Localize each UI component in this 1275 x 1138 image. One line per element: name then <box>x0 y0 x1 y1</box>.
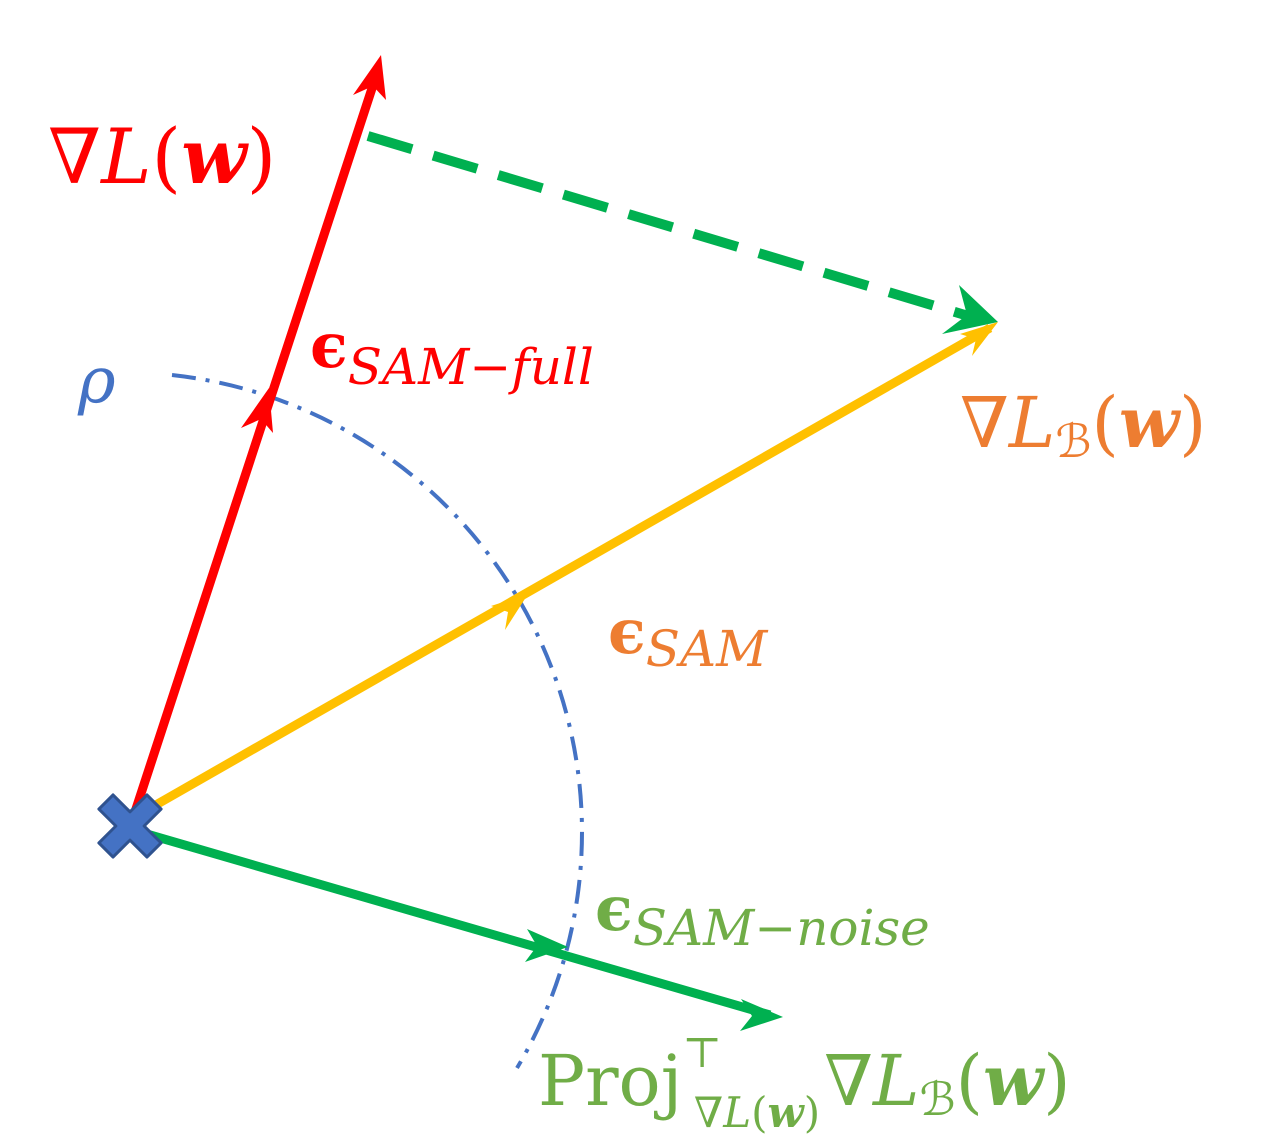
label-proj-word: Proj <box>538 1040 682 1122</box>
label-eps-sam-eps: ϵ <box>608 595 646 668</box>
label-grad-batch-open: ( <box>1092 382 1119 464</box>
label-proj-nabla: ∇ <box>824 1040 873 1122</box>
rho-arc <box>171 373 584 1070</box>
label-grad-batch-L: L <box>1007 382 1055 464</box>
label-grad-full-w: w <box>181 112 249 201</box>
label-grad-batch-sub: ℬ <box>1055 414 1091 468</box>
label-proj: Proj⊤∇L(w)∇Lℬ(w) <box>538 1028 1071 1137</box>
label-eps-full: ϵSAM−full <box>310 309 594 396</box>
label-proj-sub-L: L <box>722 1088 751 1137</box>
label-eps-noise-eps: ϵ <box>595 872 633 945</box>
label-grad-full-open: ( <box>152 112 182 201</box>
label-proj-sub-open: ( <box>751 1088 767 1137</box>
eps-full-arrowhead <box>241 388 273 433</box>
label-proj-L-sub: ℬ <box>919 1072 955 1126</box>
parallelogram-dashed-line <box>366 131 977 323</box>
label-eps-noise: ϵSAM−noise <box>595 872 930 957</box>
label-eps-noise-sub: SAM−noise <box>633 899 930 957</box>
label-eps-full-sub: SAM−full <box>348 338 594 396</box>
eps-noise-arrowhead <box>525 929 568 962</box>
label-eps-sam-sub: SAM <box>646 620 769 678</box>
grad-batch-arrow-shaft <box>130 324 993 822</box>
label-proj-sub-close: ) <box>804 1088 820 1137</box>
label-proj-sub-nabla: ∇ <box>694 1088 723 1137</box>
label-proj-sub-w: w <box>768 1088 806 1137</box>
label-grad-batch-w: w <box>1119 381 1182 464</box>
dashed-arrowhead <box>942 285 998 334</box>
label-rho: ρ <box>77 344 116 418</box>
label-proj-close: ) <box>1043 1040 1070 1122</box>
label-proj-L: L <box>871 1040 919 1122</box>
label-proj-open: ( <box>956 1040 983 1122</box>
label-grad-full-L: L <box>99 112 151 201</box>
eps-sam-arrowhead <box>491 594 528 630</box>
grad-full-arrowhead <box>353 55 386 100</box>
label-grad-batch-close: ) <box>1179 382 1206 464</box>
proj-arrow-shaft <box>131 825 772 1020</box>
label-grad-batch: ∇Lℬ(w) <box>960 381 1206 468</box>
x-marker-icon <box>97 793 163 859</box>
label-proj-w: w <box>983 1039 1046 1122</box>
label-grad-full: ∇L(w) <box>48 112 276 201</box>
grad-full-arrow-shaft <box>128 68 383 820</box>
proj-arrowhead <box>740 999 783 1031</box>
label-grad-full-close: ) <box>247 112 277 201</box>
grad-batch-arrowhead <box>960 322 998 356</box>
label-proj-sup: ⊤ <box>682 1028 722 1077</box>
label-eps-full-eps: ϵ <box>310 309 348 382</box>
label-grad-full-nabla: ∇ <box>48 112 101 201</box>
label-grad-batch-nabla: ∇ <box>960 382 1009 464</box>
label-eps-sam: ϵSAM <box>608 595 769 678</box>
